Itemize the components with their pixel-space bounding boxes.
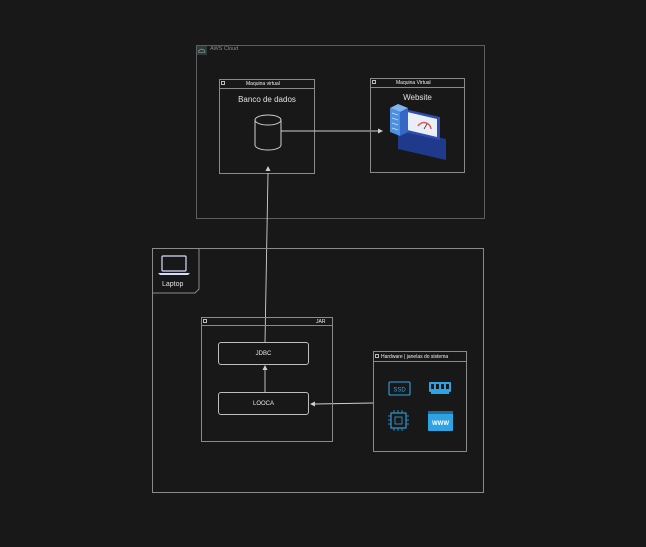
- vm-database-header: [219, 79, 315, 89]
- hardware-box[interactable]: [373, 351, 467, 452]
- jar-box[interactable]: [201, 317, 333, 442]
- aws-cloud-group[interactable]: [196, 45, 485, 219]
- aws-cloud-icon: [197, 46, 207, 55]
- website-label: Website: [403, 93, 432, 102]
- vm-database-box[interactable]: [219, 79, 315, 174]
- hardware-title: Hardware | janelas do sistema: [381, 354, 449, 360]
- vm-website-icon: [372, 80, 376, 84]
- database-label: Banco de dados: [238, 95, 296, 104]
- vm-database-icon: [221, 81, 225, 85]
- jdbc-component[interactable]: JDBC: [218, 342, 309, 365]
- laptop-label: Laptop: [162, 281, 184, 288]
- vm-website-header: [370, 78, 465, 88]
- aws-cloud-label: AWS Cloud: [210, 46, 239, 52]
- jar-title: JAR: [316, 319, 326, 325]
- jar-header: [201, 317, 333, 326]
- vm-database-title: Maquina virtual: [246, 81, 280, 87]
- vm-website-box[interactable]: [370, 78, 465, 173]
- vm-website-title: Maquina Virtual: [396, 80, 431, 86]
- looca-component[interactable]: LOOCA: [218, 392, 309, 415]
- laptop-group[interactable]: [152, 248, 484, 493]
- hardware-header: [373, 351, 467, 362]
- jar-icon: [203, 319, 207, 323]
- hardware-icon: [375, 354, 379, 358]
